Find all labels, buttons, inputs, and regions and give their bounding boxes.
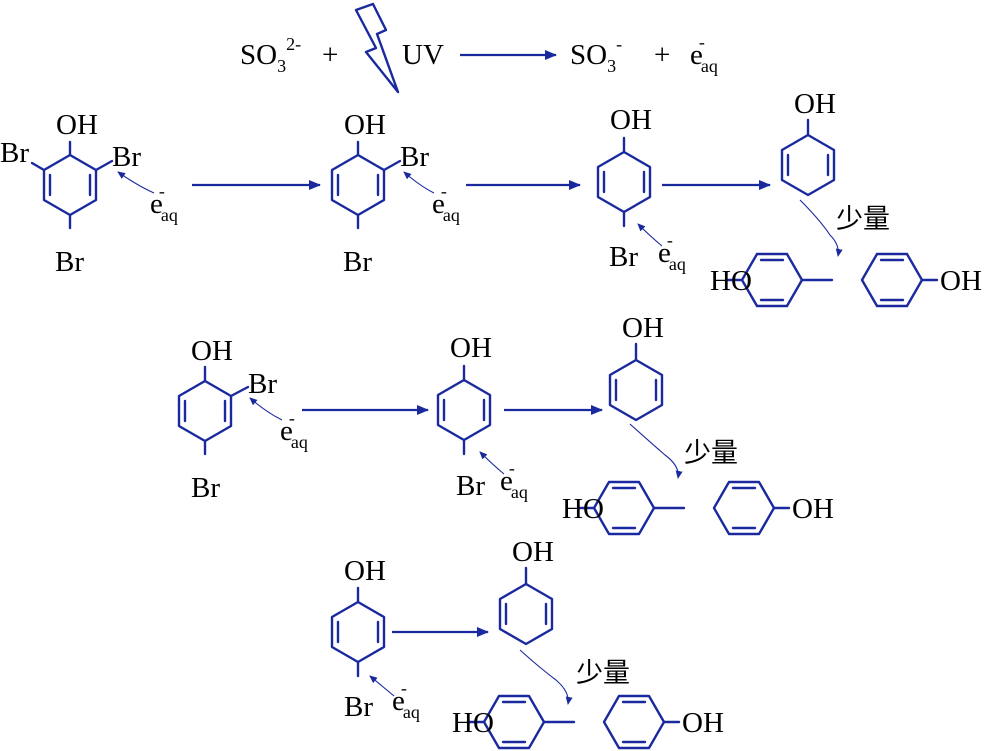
- hydrated-electron-label: e-aq: [658, 230, 686, 274]
- plus-sign-1: +: [322, 39, 338, 71]
- br-label: Br: [344, 691, 373, 723]
- minor-pathway-arrow: [799, 199, 843, 257]
- ho-label: HO: [562, 493, 604, 525]
- oh-label: OH: [56, 109, 98, 141]
- oh-label: OH: [191, 335, 233, 367]
- molecule-biphenyldiol: HO OH: [710, 252, 982, 308]
- br-label: Br: [248, 368, 277, 400]
- hydrated-electron-label: e-aq: [280, 408, 308, 452]
- molecule-phenol: OH: [608, 312, 664, 422]
- br-label: Br: [400, 141, 429, 173]
- molecule-biphenyldiol: HO OH: [562, 480, 834, 536]
- minor-product-label: 少量: [684, 438, 738, 468]
- minor-pathway-arrow: [519, 649, 573, 705]
- br-label: Br: [343, 246, 372, 278]
- molecule-dibromophenol: OH Br Br e-aq: [177, 335, 308, 504]
- oh-label: OH: [344, 555, 386, 587]
- molecule-phenol: OH: [780, 88, 836, 197]
- ho-label: HO: [710, 265, 752, 297]
- oh-label: OH: [512, 536, 554, 568]
- ho-label: HO: [452, 707, 494, 739]
- header-reaction: SO32- + UV SO3- + e-aq: [240, 2, 718, 94]
- molecule-biphenyldiol: HO OH: [452, 694, 724, 750]
- sulfite-radical-label: SO3-: [570, 34, 622, 76]
- oh-label: OH: [450, 332, 492, 364]
- br-label: Br: [112, 141, 141, 173]
- uv-label: UV: [402, 39, 444, 71]
- oh-label: OH: [622, 312, 664, 344]
- molecule-tribromophenol: OH Br Br Br e-aq: [0, 109, 178, 278]
- oh-label: OH: [792, 493, 834, 525]
- hydrated-electron-label: e-aq: [690, 32, 718, 76]
- row-1: OH Br Br Br e-aq OH Br Br e-aq OH Br: [0, 88, 982, 308]
- br-label: Br: [191, 472, 220, 504]
- row-2: OH Br Br e-aq OH Br e-aq OH 少量 HO OH: [177, 312, 834, 536]
- hydrated-electron-label: e-aq: [392, 678, 420, 722]
- br-label: Br: [456, 470, 485, 502]
- molecule-bromophenol: OH Br e-aq: [332, 555, 420, 723]
- hydrated-electron-label: e-aq: [500, 458, 528, 502]
- br-label: Br: [609, 241, 638, 273]
- br-label: Br: [55, 246, 84, 278]
- oh-label: OH: [610, 104, 652, 136]
- oh-label: OH: [344, 109, 386, 141]
- lightning-bolt-icon: [354, 2, 400, 94]
- hydrated-electron-label: e-aq: [150, 181, 178, 225]
- plus-sign-2: +: [654, 39, 670, 71]
- oh-label: OH: [794, 88, 836, 120]
- minor-pathway-arrow: [629, 423, 683, 479]
- br-label: Br: [0, 137, 29, 169]
- sulfite-label: SO32-: [240, 34, 301, 76]
- hydrated-electron-label: e-aq: [432, 181, 460, 225]
- oh-label: OH: [682, 707, 724, 739]
- minor-product-label: 少量: [836, 204, 890, 234]
- molecule-bromophenol: OH Br e-aq: [438, 332, 528, 502]
- molecule-bromophenol: OH Br e-aq: [598, 104, 686, 274]
- molecule-phenol: OH: [498, 536, 554, 646]
- oh-label: OH: [940, 265, 982, 297]
- molecule-dibromophenol: OH Br Br e-aq: [330, 109, 460, 278]
- row-3: OH Br e-aq OH 少量 HO OH: [332, 536, 724, 750]
- minor-product-label: 少量: [576, 658, 630, 688]
